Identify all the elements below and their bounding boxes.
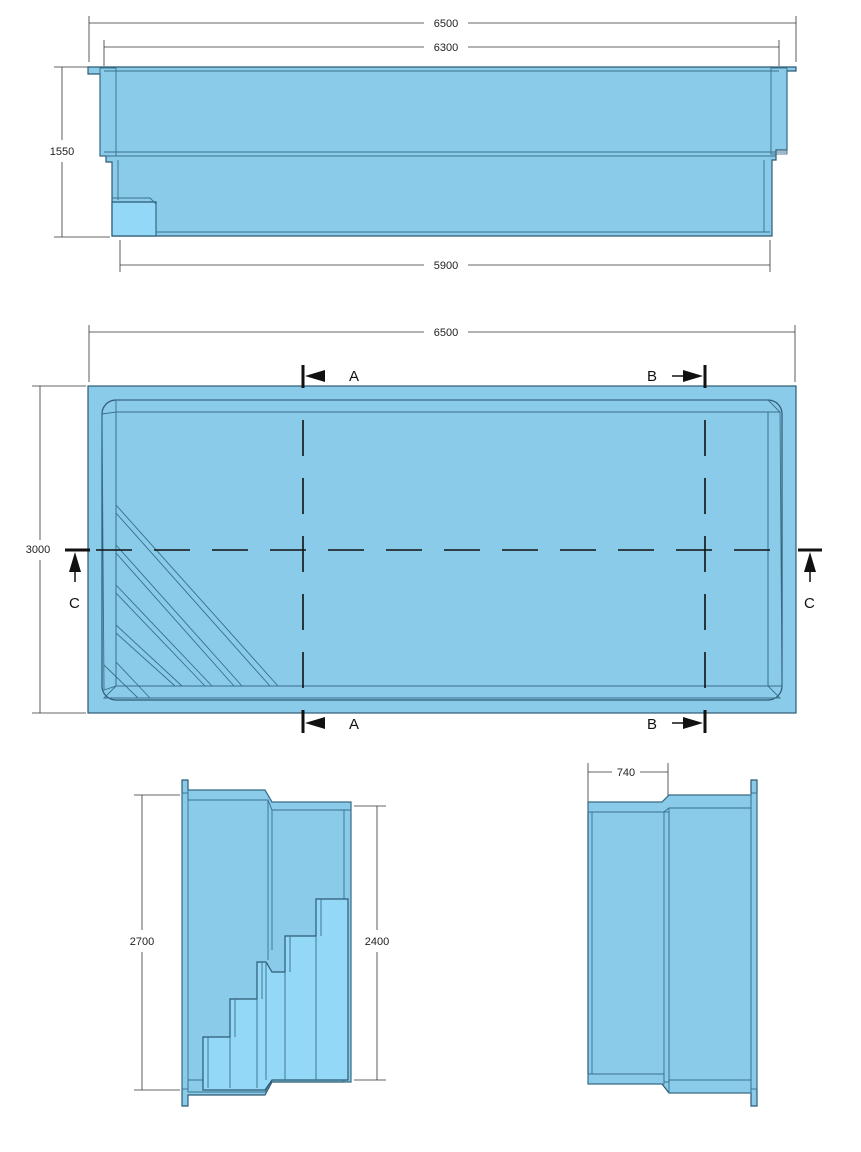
section-a-steps (202, 898, 349, 1091)
dimension-floor-length: 5900 (119, 240, 771, 272)
pool-side-body (87, 66, 797, 237)
dimension-label: 2400 (365, 936, 389, 948)
dimension-plan-width: 3000 (26, 385, 86, 714)
section-line-b: B B (647, 365, 707, 733)
dimension-height: 1550 (50, 66, 110, 238)
dimension-section-a-inner-height: 2400 (354, 805, 389, 1081)
section-b-top-label: B (647, 368, 657, 385)
section-c-left-label: C (69, 595, 80, 612)
dimension-label: 6300 (434, 42, 458, 54)
dimension-plan-length: 6500 (88, 325, 796, 382)
plan-view: 6500 3000 (26, 325, 822, 733)
dimension-overall-length: 6500 (88, 16, 797, 62)
section-line-c: C C (65, 548, 822, 612)
dimension-label: 3000 (26, 544, 50, 556)
dimension-label: 1550 (50, 146, 74, 158)
section-a-bottom-label: A (349, 716, 359, 733)
corner-steps (103, 504, 279, 699)
section-c-right-label: C (804, 595, 815, 612)
section-line-a: A A (301, 365, 359, 733)
section-a-view: 2700 2400 (130, 779, 389, 1107)
dimension-label: 6500 (434, 18, 458, 30)
section-a-top-label: A (349, 368, 359, 385)
dimension-label: 6500 (434, 327, 458, 339)
dimension-section-a-outer-height: 2700 (130, 794, 180, 1091)
section-b-view: 740 (587, 763, 758, 1107)
dimension-label: 2700 (130, 936, 154, 948)
dimension-label: 740 (617, 767, 635, 779)
section-b-bottom-label: B (647, 716, 657, 733)
dimension-bench-width: 740 (587, 763, 669, 806)
side-elevation-view: 6500 6300 1550 (50, 16, 797, 272)
dimension-label: 5900 (434, 260, 458, 272)
dimension-inner-length: 6300 (103, 40, 780, 66)
